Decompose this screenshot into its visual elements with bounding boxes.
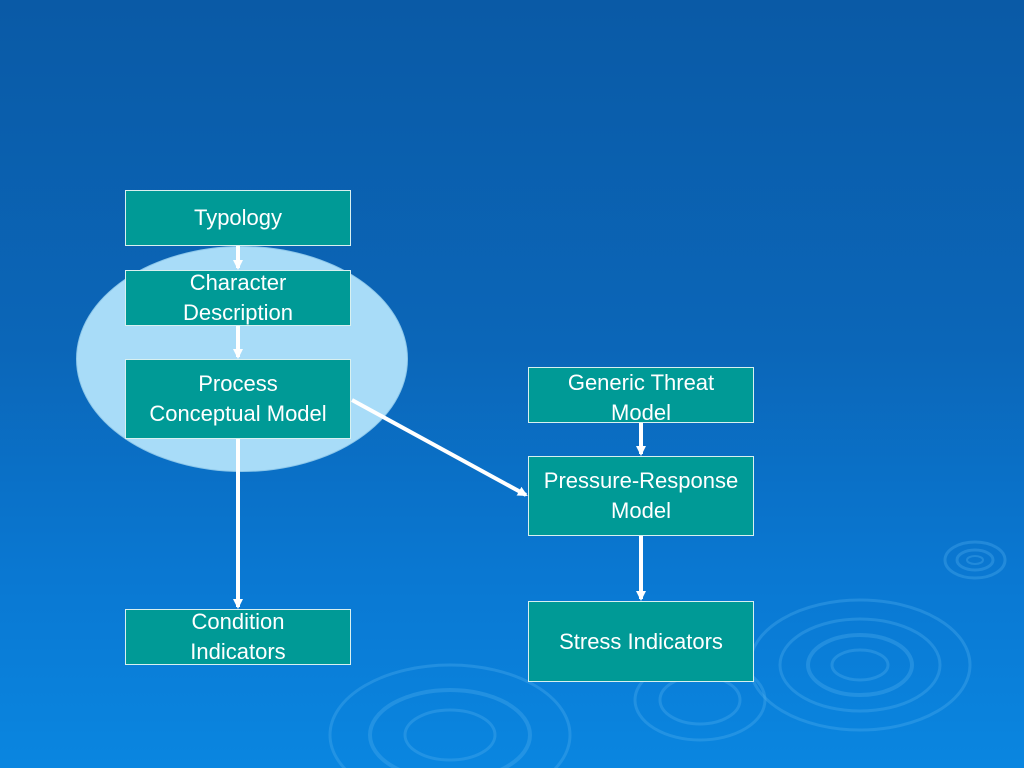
typology-box: Typology <box>125 190 351 246</box>
pressure-response-model-box: Pressure-Response Model <box>528 456 754 536</box>
generic-threat-model-box: Generic Threat Model <box>528 367 754 425</box>
stress-indicators-box: Stress Indicators <box>528 601 754 682</box>
condition-indicators-box: Condition Indicators <box>125 609 351 665</box>
character-description-box: Character Description <box>125 270 351 326</box>
arrow-process-to-pressure <box>351 398 528 497</box>
process-conceptual-model-box: Process Conceptual Model <box>125 359 351 439</box>
